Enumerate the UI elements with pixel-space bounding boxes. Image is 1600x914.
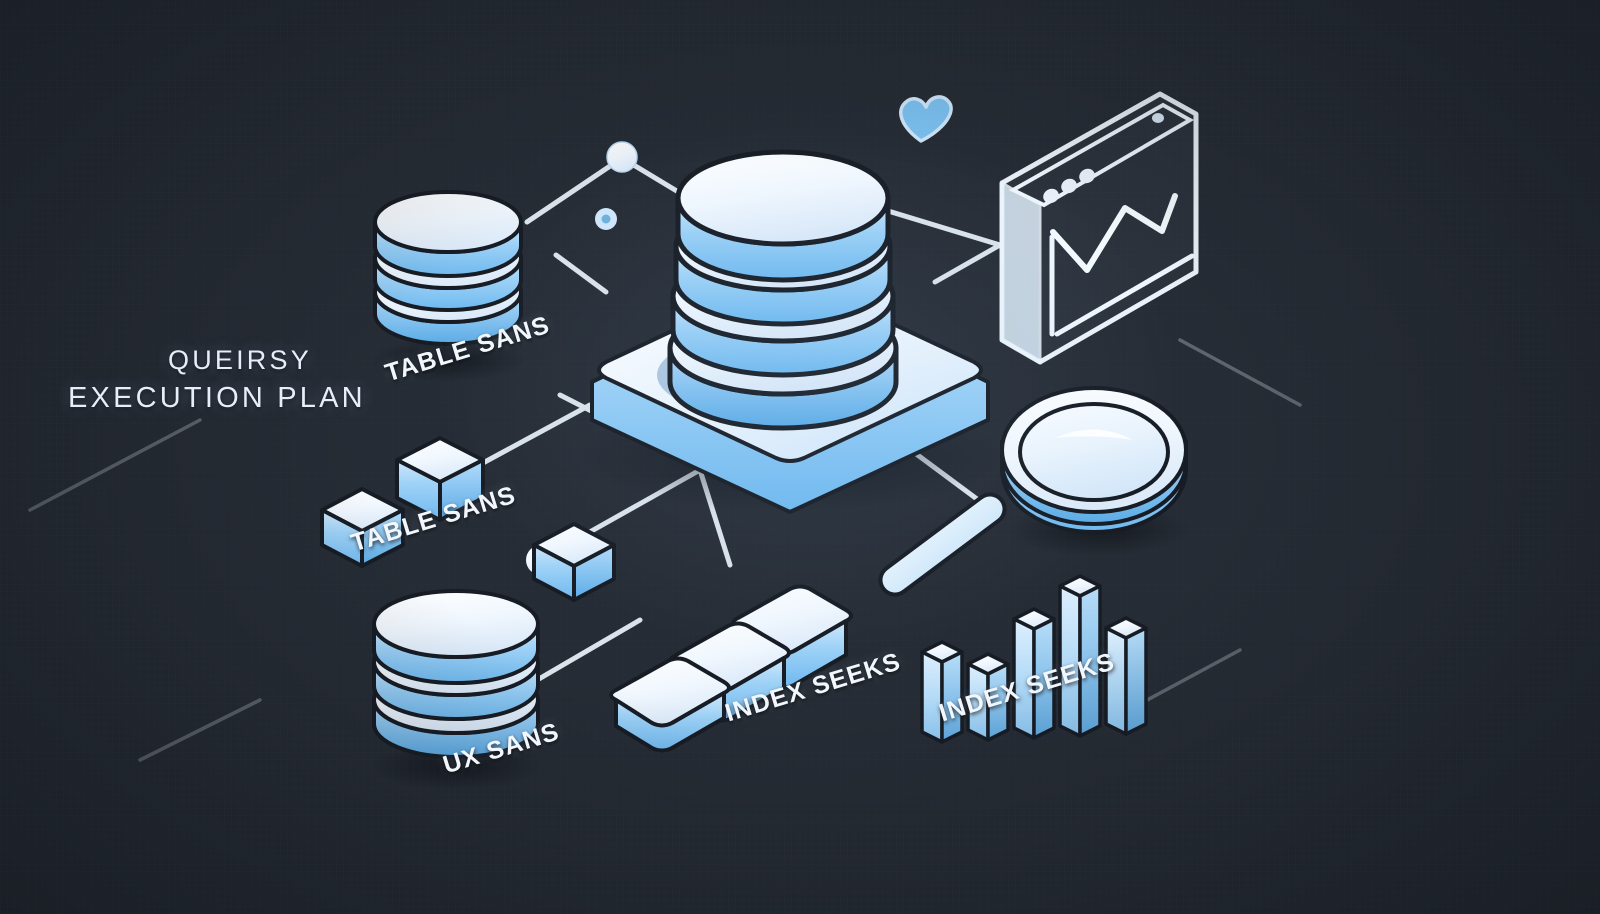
browser-window-chart — [999, 91, 1199, 365]
isometric-cubes — [320, 436, 616, 602]
page-title-line-1: QUEIRSY — [168, 345, 312, 375]
bar-5 — [1104, 616, 1148, 736]
database-cylinder-small-bottom — [370, 589, 542, 790]
database-cylinder-stack — [657, 149, 899, 431]
isometric-slabs — [609, 584, 853, 753]
isometric-bar-chart — [920, 574, 1148, 744]
heart-icon — [899, 95, 953, 143]
database-cylinder-small-top — [370, 190, 526, 382]
window-control-dots — [1043, 168, 1095, 204]
background-guide-lines — [28, 338, 1302, 762]
bar-4 — [1058, 574, 1102, 738]
magnifying-glass — [878, 386, 1190, 597]
bar-3 — [1012, 607, 1056, 740]
bar-1 — [920, 640, 964, 744]
bar-2 — [966, 652, 1010, 742]
page-title-line-2: EXECUTION PLAN — [68, 382, 366, 414]
